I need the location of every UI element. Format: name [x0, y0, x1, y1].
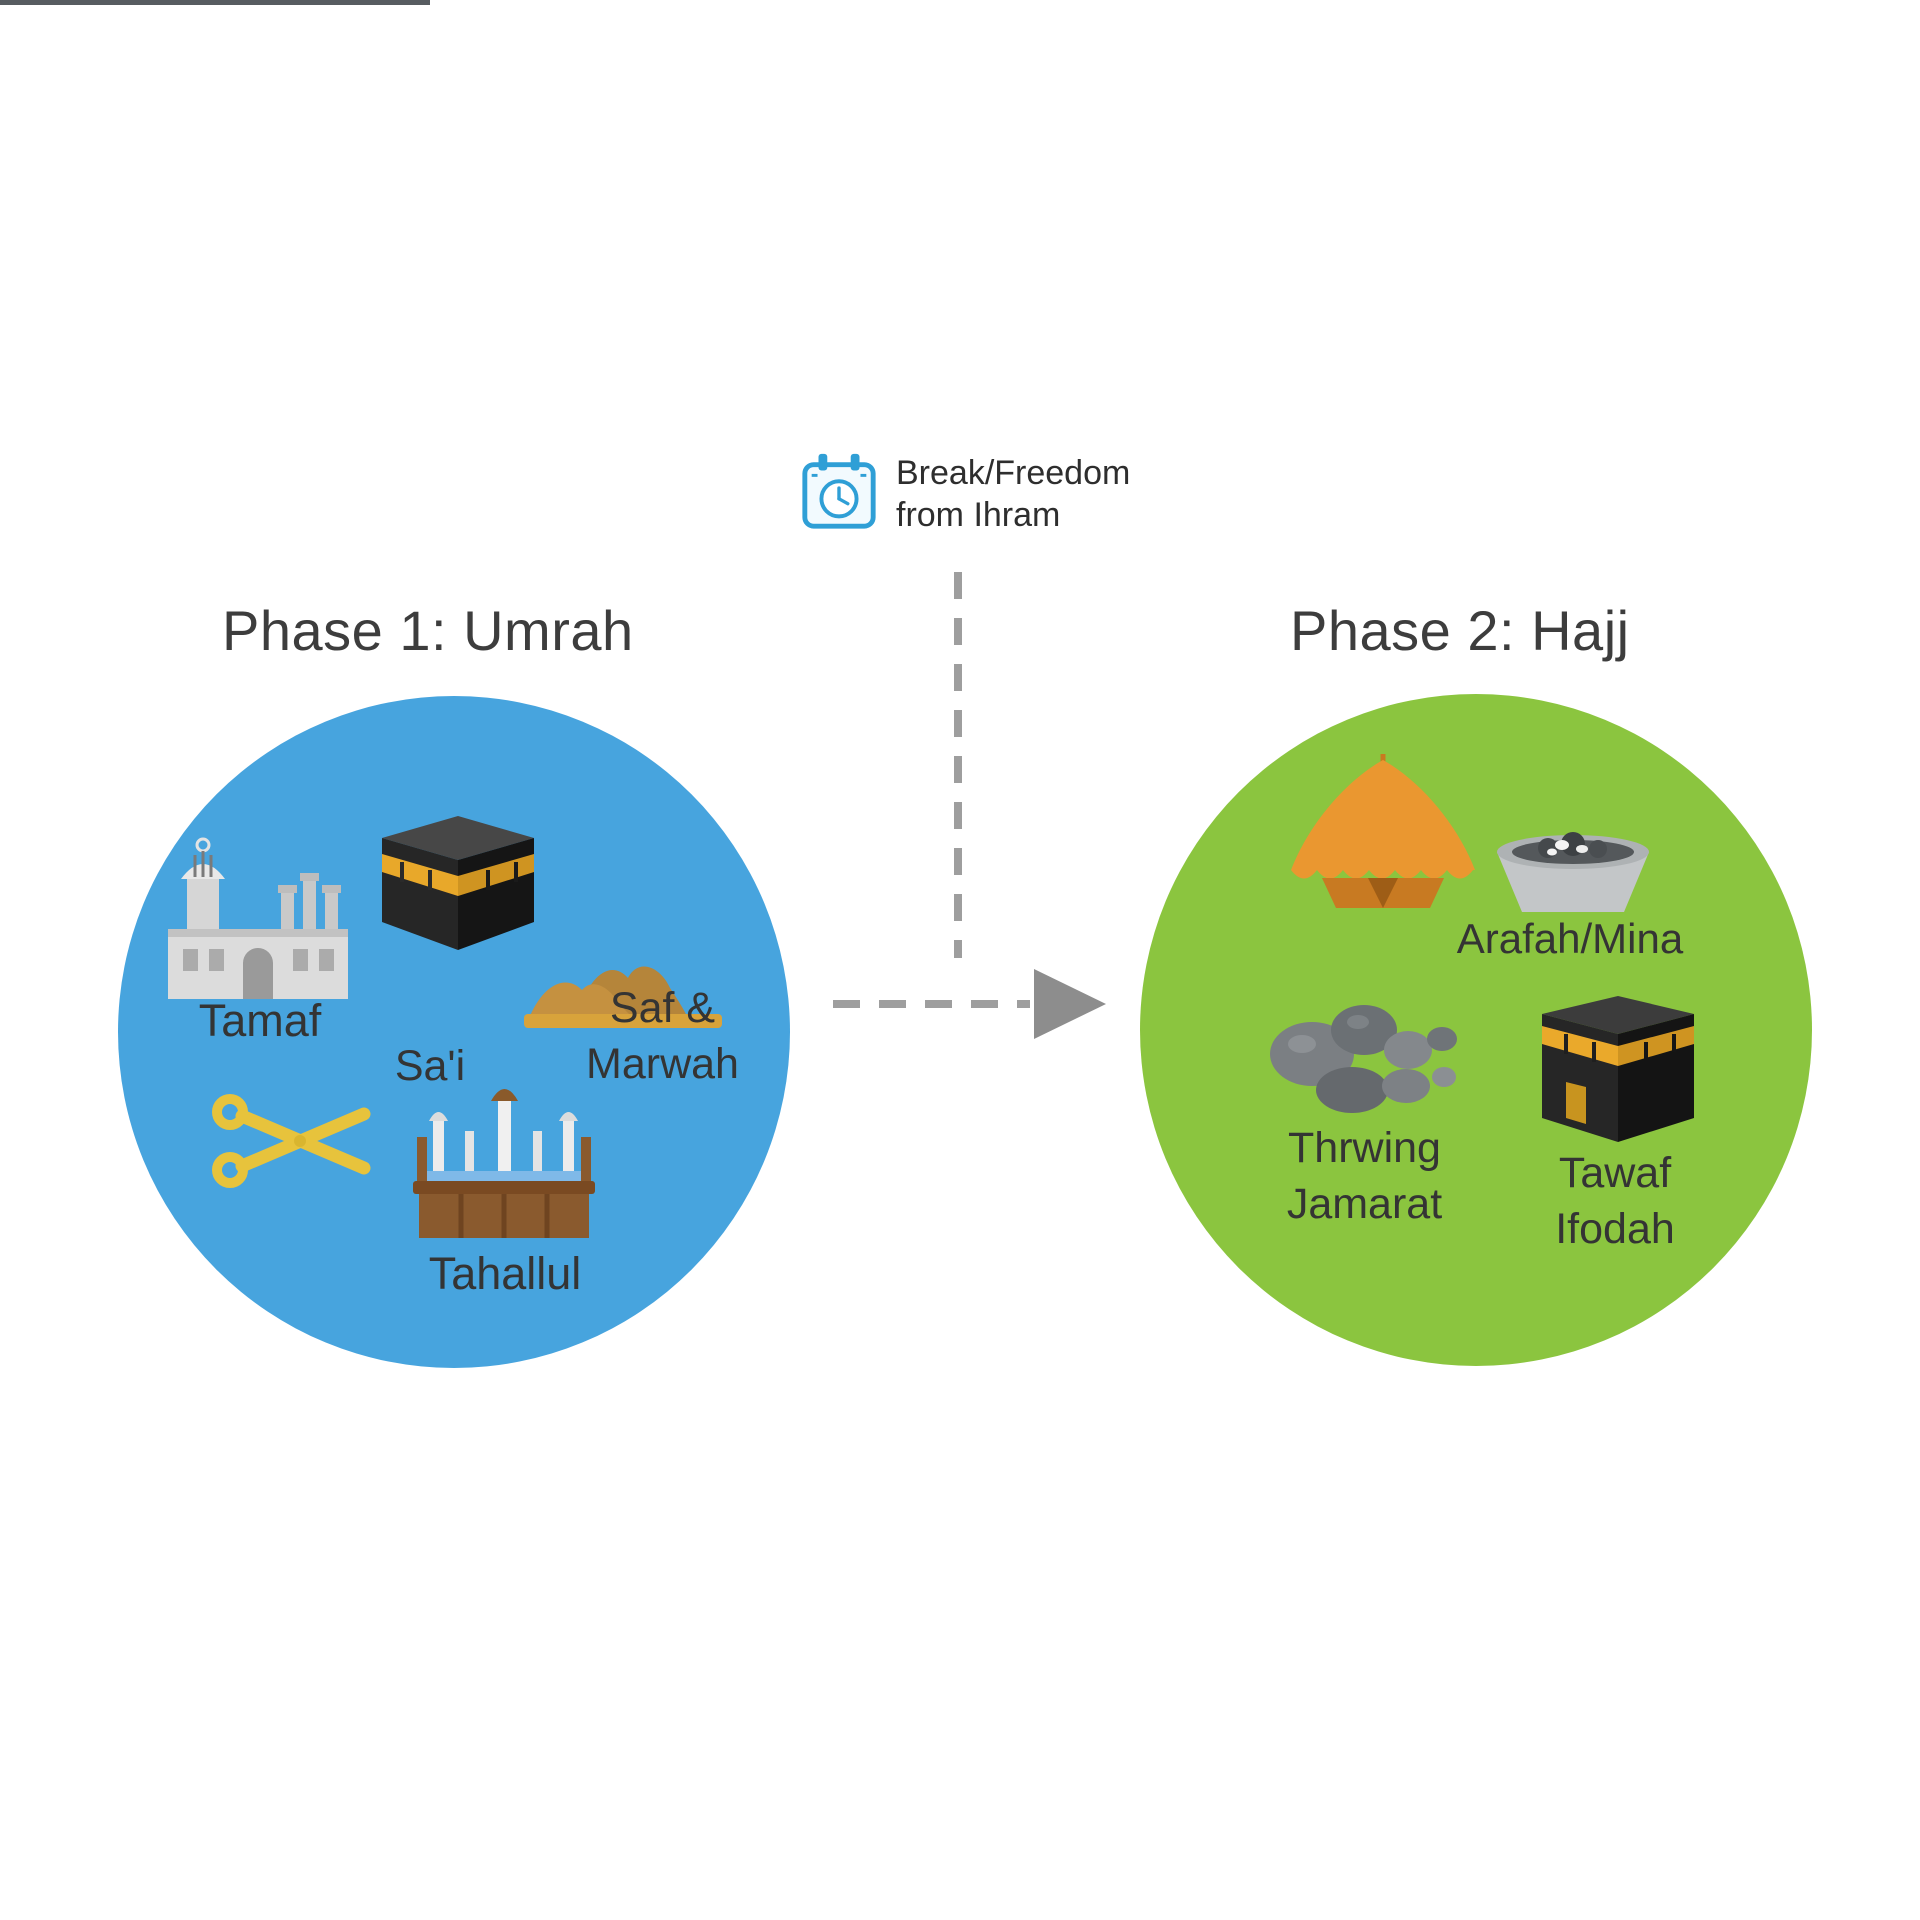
pebbles-icon [1262, 992, 1464, 1124]
label-jamarat-line1: Thrwing [1288, 1124, 1441, 1172]
label-safa-marwah-line1: Saf & [609, 984, 716, 1032]
phase1-title: Phase 1: Umrah [222, 599, 634, 662]
label-tawaf-ifadah-line1: Tawaf [1558, 1149, 1672, 1197]
label-tahallul: Tahallul [428, 1248, 582, 1299]
calendar-clock-icon [798, 450, 880, 532]
kaaba-icon [372, 810, 544, 957]
safa-marwah-hills-icon [522, 938, 724, 1035]
label-arafah-mina: Arafah/Mina [1456, 915, 1684, 962]
label-sai: Sa'i [394, 1042, 466, 1090]
label-jamarat: Thrwing Jamarat [1252, 1120, 1477, 1232]
label-tawaf: Tamaf [198, 995, 322, 1046]
phase2-title: Phase 2: Hajj [1290, 599, 1630, 662]
connector-label: Break/Freedom from Ihram [896, 452, 1196, 536]
tent-icon [1282, 752, 1484, 914]
label-tawaf-ifadah: Tawaf Ifodah [1515, 1145, 1715, 1257]
connector-label-line1: Break/Freedom [896, 454, 1131, 492]
phase2-circle [1140, 694, 1812, 1366]
label-tawaf-ifadah-line2: Ifodah [1555, 1205, 1675, 1253]
top-edge-artifact [0, 0, 430, 5]
stone-basin-icon [1492, 820, 1654, 918]
label-jamarat-line2: Jamarat [1286, 1180, 1443, 1228]
phase1-circle [118, 696, 790, 1368]
connector-label-line2: from Ihram [896, 496, 1061, 534]
arrow-right-icon [1034, 969, 1106, 1039]
scissors-icon [212, 1082, 374, 1200]
label-safa-marwah-line2: Marwah [586, 1040, 739, 1088]
kaaba-icon-phase2 [1522, 992, 1704, 1144]
mosque-icon [163, 833, 353, 1003]
tahallul-structure-icon [403, 1075, 605, 1245]
label-safa-marwah: Saf & Marwah [545, 980, 780, 1092]
